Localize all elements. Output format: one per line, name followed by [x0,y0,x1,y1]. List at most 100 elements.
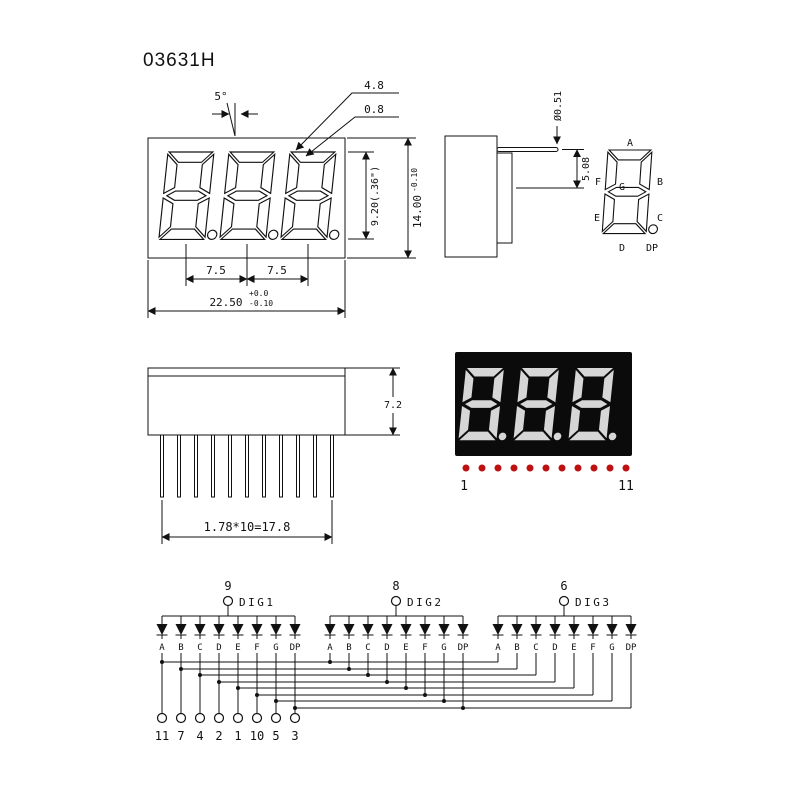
pin-number-label: 10 [250,729,264,743]
diode-symbol [606,615,618,640]
seg-label: E [571,643,576,653]
dig3-pin-number: 6 [560,579,567,593]
bottom-view: 7.2 1.78*10=17.8 [147,367,402,544]
pin-number-label: 11 [155,729,169,743]
dim-lead-diameter: Ø0.51 [552,91,564,121]
diode-symbol [324,615,336,640]
lead-spacing-dim: 5.08 [516,149,592,189]
dim-overall-width: 22.50 [209,296,242,309]
dim-digit-height: 9.20(.36") [370,166,381,226]
dig2-pin-number: 8 [392,579,399,593]
photo-pin-row [462,464,630,472]
segment-label-c: C [657,213,663,224]
pin-terminal [156,712,168,724]
seg-label: DP [290,643,301,653]
pin-number-label: 7 [177,729,184,743]
product-photo: 1 11 [455,352,634,494]
diode-symbol [343,615,355,640]
dim-thickness: 7.2 [384,400,402,411]
pin-terminal [175,712,187,724]
diode-symbol [400,615,412,640]
dim-overall-width-tol-minus: -0.10 [249,299,273,308]
diode-symbol [194,615,206,640]
segment-reference-diagram: A F G B E C D DP [594,138,664,254]
dim-overall-height: 14.00-0.10 [410,168,424,228]
pin-number-label: 1 [234,729,241,743]
diode-symbol [175,615,187,640]
segment-pin-terminals: 11 7 4 2 1 10 5 3 [155,712,301,743]
segment-label-dp: DP [646,243,658,254]
digit-1-outline [158,151,227,240]
dim-digit-pitch-right: 7.5 [267,264,287,277]
seg-label: F [254,643,259,653]
dim-overall-width-tol-plus: +0.0 [249,289,268,298]
digit-3-outline [280,151,349,240]
digit-group-3: 6 DIG3 A B C D E F G DP [492,579,637,653]
dig2-label: DIG2 [407,596,444,609]
seg-label: B [178,643,183,653]
pin-terminal [232,712,244,724]
segment-label-e: E [594,213,600,224]
seg-label: A [159,643,165,653]
lead-diameter-dim: Ø0.51 [552,91,564,145]
front-view: 5° 4.8 0.8 9.20(.36") 14.00-0.10 7.5 7.5 [147,79,424,318]
pin-schematic: 9 DIG1 A B C D E F G DP 8 D [155,579,637,743]
seg-label: G [609,643,614,653]
seg-label: C [197,643,202,653]
dig1-label: DIG1 [239,596,276,609]
pin-terminal [270,712,282,724]
diode-symbol [492,615,504,640]
dig3-pin-terminal [558,595,570,607]
diode-symbol [213,615,225,640]
dim-digit-pitch-left: 7.5 [206,264,226,277]
side-body-step [496,152,513,244]
tilt-angle-label: 5° [214,90,227,103]
pin-number-label: 4 [196,729,203,743]
photo-pin-11-label: 11 [618,479,634,494]
seg-label: F [590,643,595,653]
pin-terminal [213,712,225,724]
digit-2-outline [219,151,288,240]
segment-label-g: G [619,182,625,193]
diode-symbol [251,615,263,640]
diode-symbol [549,615,561,640]
width-dims: 7.5 7.5 22.50 +0.0 -0.10 [147,244,346,318]
lead-pitch-dim: 1.78*10=17.8 [161,500,333,544]
seg-label: C [365,643,370,653]
diode-symbol [457,615,469,640]
seg-label: E [235,643,240,653]
dim-4-8: 4.8 [364,79,384,92]
pin-terminal [289,712,301,724]
seg-label: DP [458,643,469,653]
reference-digit-outline [601,149,664,235]
digit-group-2: 8 DIG2 A B C D E F G DP [324,579,469,653]
dig1-pin-number: 9 [224,579,231,593]
tilt-angle-annotation: 5° [212,90,258,137]
diode-symbol [438,615,450,640]
pin-terminal [251,712,263,724]
dig1-pin-terminal [222,595,234,607]
seg-label: D [216,643,221,653]
diode-symbol [530,615,542,640]
pin-number-label: 2 [215,729,222,743]
front-digits [158,151,349,240]
diode-symbol [419,615,431,640]
dig2-pin-terminal [390,595,402,607]
side-lead-pin [496,147,559,152]
seg-label: B [514,643,519,653]
seg-label: DP [626,643,637,653]
pin-number-label: 5 [272,729,279,743]
pin-terminal [194,712,206,724]
seg-label: D [552,643,557,653]
diode-symbol [362,615,374,640]
diode-symbol [568,615,580,640]
seg-label: E [403,643,408,653]
segment-width-dims: 4.8 0.8 [295,79,399,157]
diode-symbol [156,615,168,640]
seg-label: A [495,643,501,653]
segment-label-b: B [657,177,663,188]
bottom-body-outline [147,367,346,436]
diode-symbol [587,615,599,640]
thickness-dim: 7.2 [345,367,402,436]
